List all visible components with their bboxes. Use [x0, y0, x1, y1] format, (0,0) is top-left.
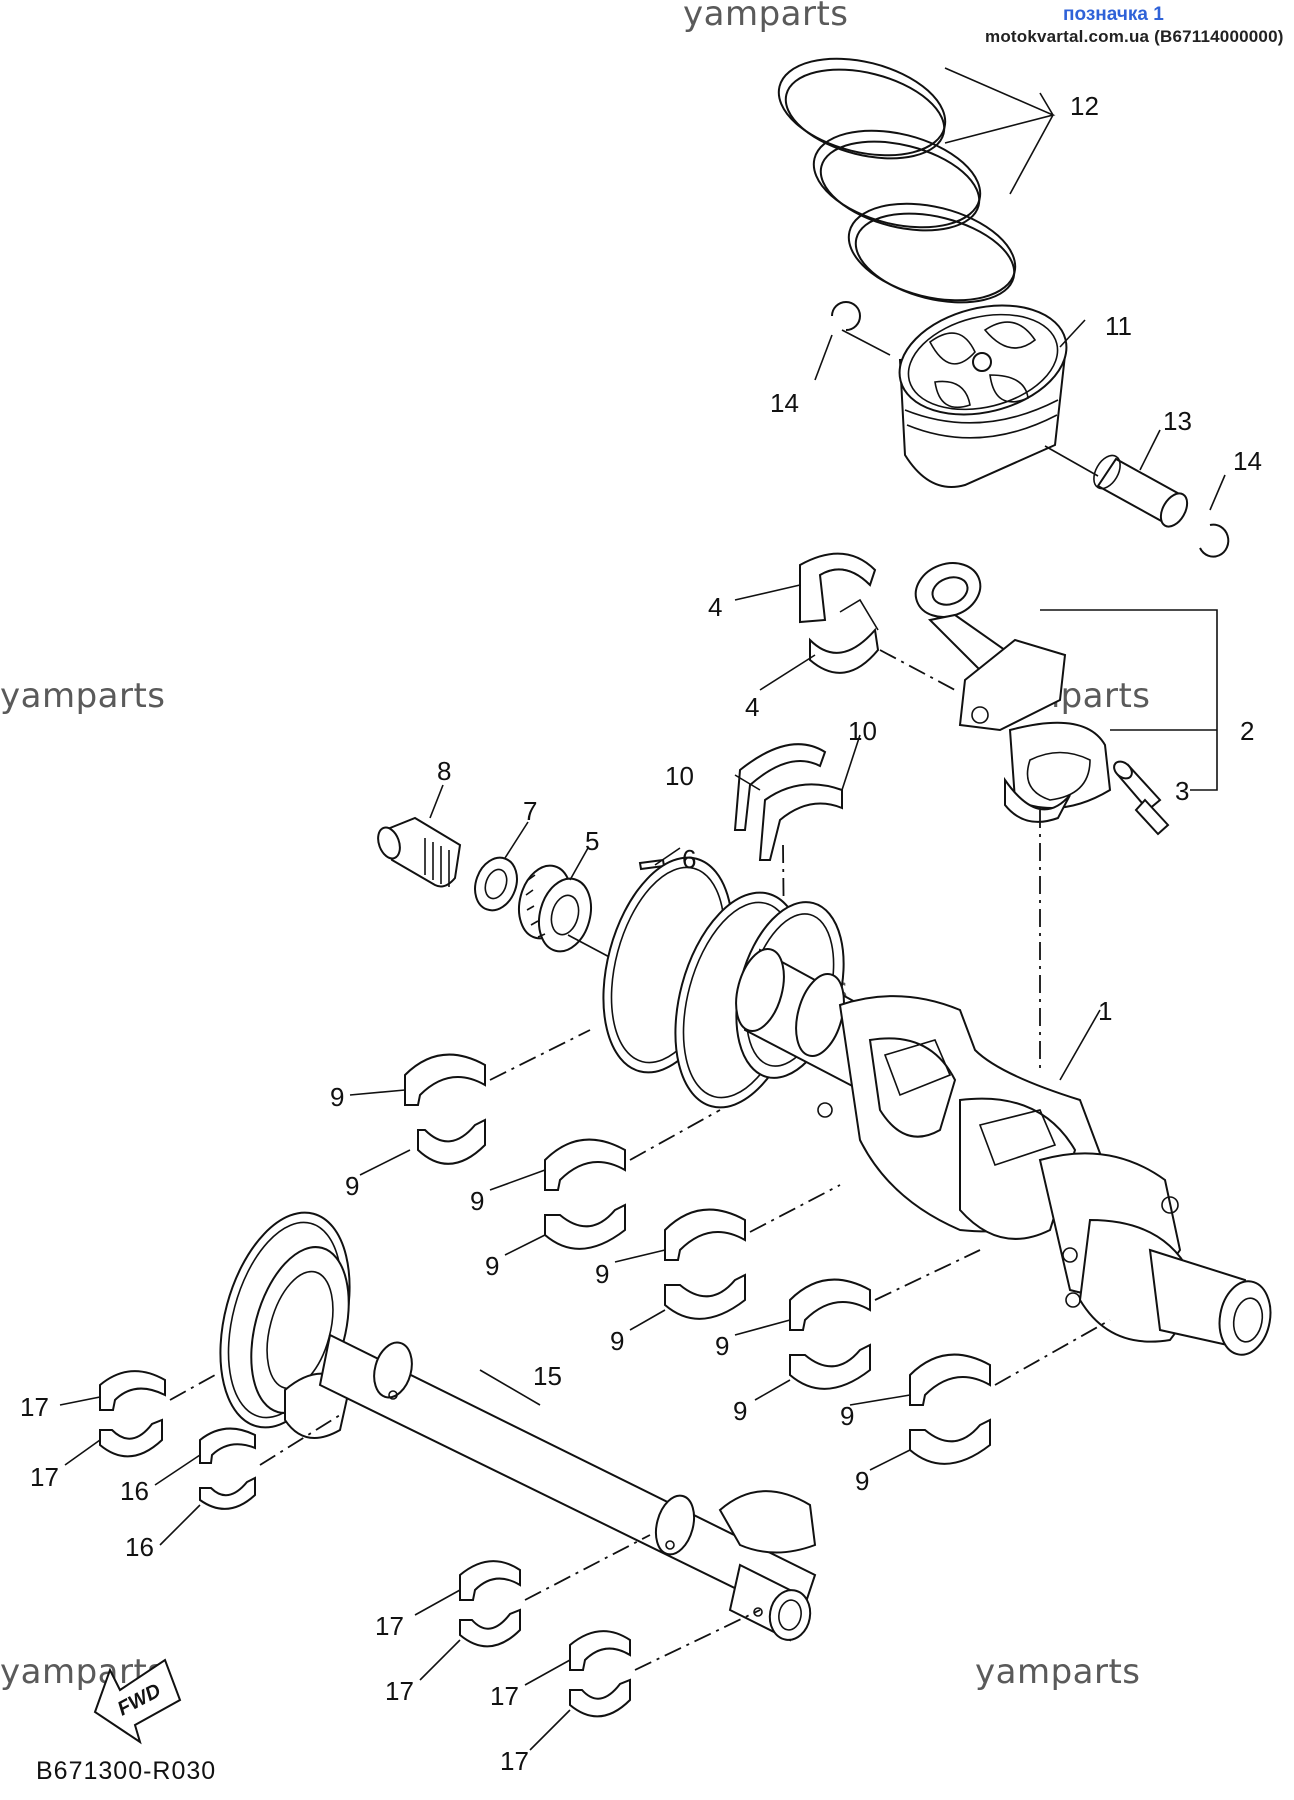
diagram-code: B671300-R030: [36, 1757, 217, 1785]
watermark: yamparts: [0, 676, 166, 716]
stud-bolt[interactable]: [374, 816, 462, 888]
source-label: motokvartal.com.ua (B67114000000): [985, 27, 1284, 46]
callout-9: 9: [840, 1401, 854, 1431]
callout-7: 7: [523, 796, 537, 826]
callout-17: 17: [500, 1746, 529, 1776]
callout-14: 14: [1233, 446, 1262, 476]
callout-5: 5: [585, 826, 599, 856]
callout-11: 11: [1105, 311, 1132, 341]
callout-9: 9: [470, 1186, 484, 1216]
piston-pin[interactable]: [1088, 451, 1192, 531]
piston[interactable]: [888, 289, 1078, 488]
conrod-bearing-upper[interactable]: [799, 552, 877, 624]
callout-4: 4: [708, 592, 722, 622]
diagram-tag[interactable]: позначка 1: [1063, 4, 1164, 25]
callout-17: 17: [20, 1392, 49, 1422]
callout-9: 9: [485, 1251, 499, 1281]
callout-16: 16: [120, 1476, 149, 1506]
callout-14: 14: [770, 388, 799, 418]
connecting-rod[interactable]: [908, 554, 1112, 823]
callout-16: 16: [125, 1532, 154, 1562]
conrod-bolt[interactable]: [1111, 758, 1170, 836]
callout-17: 17: [30, 1462, 59, 1492]
oil-pump-drive-gear[interactable]: [511, 860, 598, 957]
callout-2: 2: [1240, 716, 1254, 746]
callout-12: 12: [1070, 91, 1099, 121]
thrust-bearing-upper[interactable]: [733, 743, 827, 831]
piston-pin-clip-right[interactable]: [1199, 523, 1230, 558]
watermark: yamparts: [683, 0, 849, 34]
callout-labels: 12 11 14 13 14 4 4 2 3 10 10 8 7 5 6 1 9…: [20, 91, 1262, 1776]
callout-10: 10: [665, 761, 694, 791]
conrod-bearing-lower[interactable]: [809, 598, 880, 674]
callout-9: 9: [595, 1259, 609, 1289]
callout-4: 4: [745, 692, 759, 722]
callout-9: 9: [330, 1082, 344, 1112]
callout-15: 15: [533, 1361, 562, 1391]
crankshaft[interactable]: [582, 843, 1276, 1359]
callout-9: 9: [733, 1396, 747, 1426]
callout-9: 9: [345, 1171, 359, 1201]
callout-9: 9: [715, 1331, 729, 1361]
callout-17: 17: [375, 1611, 404, 1641]
washer[interactable]: [468, 852, 524, 916]
callout-17: 17: [490, 1681, 519, 1711]
callout-6: 6: [682, 844, 696, 874]
callout-1: 1: [1098, 996, 1112, 1026]
callout-9: 9: [610, 1326, 624, 1356]
thrust-bearing-lower[interactable]: [758, 783, 843, 861]
callout-9: 9: [855, 1466, 869, 1496]
callout-17: 17: [385, 1676, 414, 1706]
callout-13: 13: [1163, 406, 1192, 436]
piston-pin-clip-left[interactable]: [831, 301, 861, 331]
balancer-bearings[interactable]: [99, 1370, 631, 1718]
callout-3: 3: [1175, 776, 1189, 806]
callout-8: 8: [437, 756, 451, 786]
callout-10: 10: [848, 716, 877, 746]
piston-rings[interactable]: [769, 43, 1026, 318]
fwd-arrow-icon: FWD: [93, 1658, 182, 1745]
main-bearings[interactable]: [404, 1053, 991, 1465]
watermark: yamparts: [975, 1652, 1141, 1692]
balancer-shaft[interactable]: [199, 1198, 817, 1643]
